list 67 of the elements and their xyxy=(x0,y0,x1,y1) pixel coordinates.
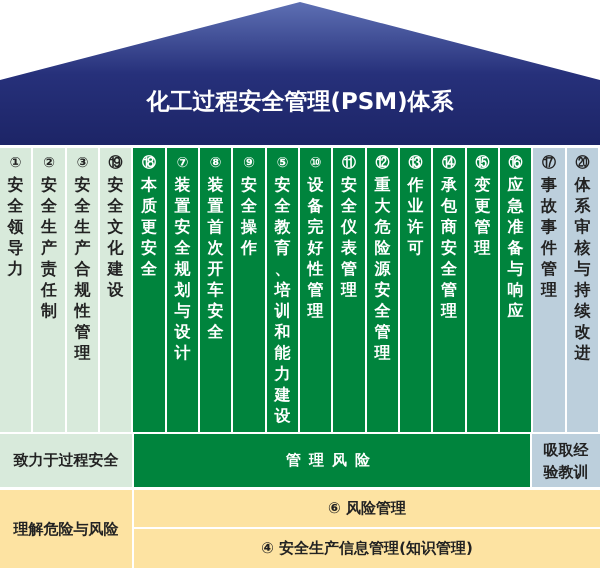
pillar-column xyxy=(367,148,398,432)
pillar-column xyxy=(0,148,31,432)
pillar-label: 作业许可 xyxy=(407,174,424,258)
band-label: 吸取经验教训 xyxy=(542,440,590,482)
item-number: ⑲ xyxy=(108,154,122,172)
pillar-column xyxy=(567,148,598,432)
item-number: ⑳ xyxy=(576,154,590,172)
pillar-column xyxy=(467,148,498,432)
item-number: ⑫ xyxy=(376,154,390,172)
pillar-label: 安全仪表管理 xyxy=(340,174,358,300)
pillar-label: 重大危险源安全管理 xyxy=(374,174,391,363)
pillar-column xyxy=(67,148,98,432)
band-label: ⑥ 风险管理 xyxy=(328,499,406,518)
item-number: ⑨ xyxy=(243,154,255,172)
pillar-label: 事故事件管理 xyxy=(540,174,558,300)
pillar-column xyxy=(500,148,531,432)
pillar-column xyxy=(100,148,131,432)
pillar-column xyxy=(433,148,465,432)
pillar-label: 装置首次开车安全 xyxy=(207,174,224,342)
band-label: 理解危险与风险 xyxy=(14,520,118,538)
pillar-label: 本质更安全 xyxy=(140,174,158,279)
band-label: 管理风险 xyxy=(286,451,378,470)
item-number: ⑭ xyxy=(442,154,456,172)
pillar-column xyxy=(33,148,65,432)
pillar-column xyxy=(167,148,198,432)
item-number: ⑰ xyxy=(542,154,556,172)
diagram-title: 化工过程安全管理(PSM)体系 xyxy=(146,89,454,115)
pillar-label: 安全操作 xyxy=(240,174,258,258)
foundation-band xyxy=(134,434,530,487)
pillar-column xyxy=(267,148,298,432)
pillar-label: 安全教育、培训和能力建设 xyxy=(274,174,291,426)
item-number: ⑮ xyxy=(476,154,490,172)
pillar-label: 安全领导力 xyxy=(7,174,24,279)
pillar-label: 安全生产合规性管理 xyxy=(74,174,91,363)
pillar-label: 应急准备与响应 xyxy=(507,174,524,321)
pillar-column xyxy=(533,148,565,432)
foundation-band xyxy=(0,490,132,568)
band-label: 致力于过程安全 xyxy=(14,451,118,470)
item-number: ⑩ xyxy=(310,154,322,172)
item-number: ⑬ xyxy=(408,154,422,172)
item-number: ⑯ xyxy=(508,154,522,172)
foundation-band xyxy=(0,434,132,487)
pillar-column xyxy=(333,148,365,432)
pillar-label: 设备完好性管理 xyxy=(307,174,324,321)
item-number: ① xyxy=(10,154,22,172)
pillar-label: 安全文化建设 xyxy=(107,174,124,300)
pillar-column xyxy=(300,148,331,432)
item-number: ⑦ xyxy=(176,154,188,172)
item-number: ② xyxy=(43,154,55,172)
foundation-band xyxy=(532,434,600,487)
pillar-column xyxy=(133,148,165,432)
foundation-band xyxy=(134,529,600,568)
pillar-label: 体系审核与持续改进 xyxy=(574,174,591,363)
pillar-column xyxy=(233,148,265,432)
pillar-label: 装置安全规划与设计 xyxy=(174,174,191,363)
pillar-label: 承包商安全管理 xyxy=(440,174,458,321)
item-number: ⑱ xyxy=(142,154,156,172)
item-number: ③ xyxy=(76,154,88,172)
pillar-label: 变更管理 xyxy=(474,174,491,258)
item-number: ⑤ xyxy=(276,154,288,172)
pillar-label: 安全生产责任制 xyxy=(40,174,58,321)
item-number: ⑧ xyxy=(210,154,222,172)
pillar-column xyxy=(400,148,431,432)
item-number: ⑪ xyxy=(342,154,356,172)
band-label: ④ 安全生产信息管理(知识管理) xyxy=(261,539,473,558)
foundation-band xyxy=(134,490,600,527)
pillar-column xyxy=(200,148,231,432)
